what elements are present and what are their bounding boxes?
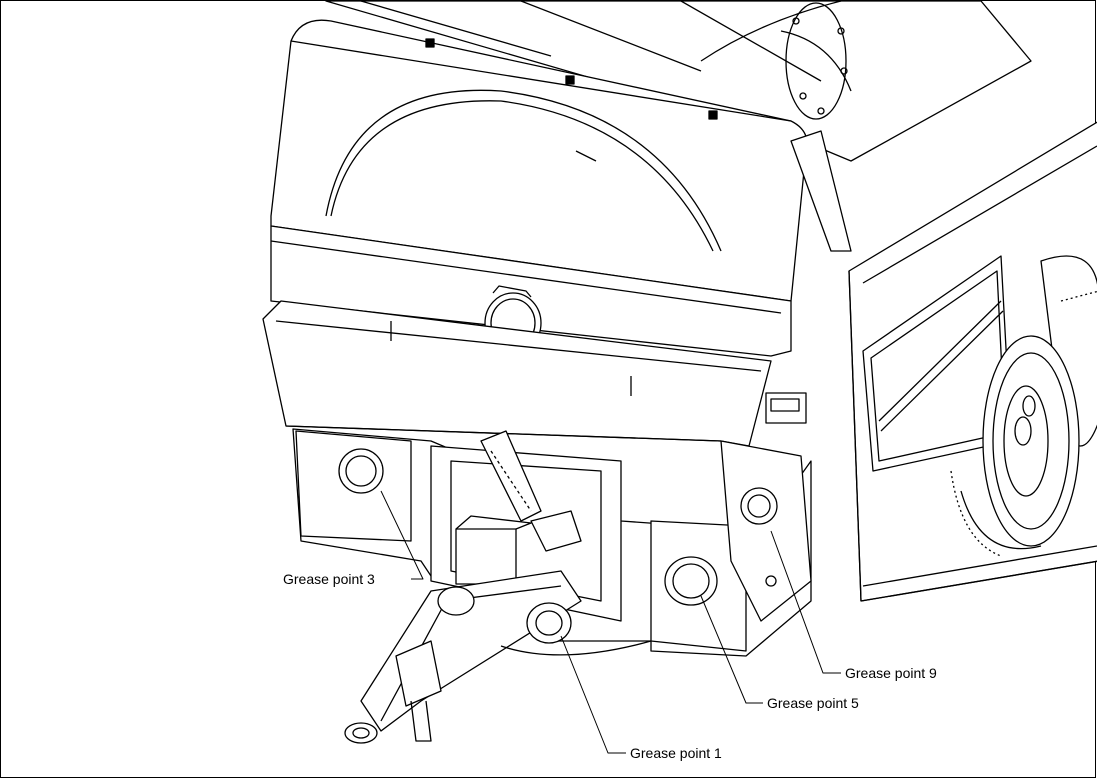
wheel: [950, 255, 1097, 557]
grease-point-3-label: Grease point 3: [283, 571, 375, 587]
grease-point-5-label: Grease point 5: [767, 695, 859, 711]
lower-body: [292, 392, 812, 657]
leader-lines: [380, 490, 841, 754]
leader-grease-point-3: [380, 490, 424, 580]
leader-grease-point-5: [700, 595, 763, 704]
drawbar: [344, 515, 652, 744]
grease-point-9-label: Grease point 9: [845, 665, 937, 681]
leader-grease-point-1: [560, 635, 626, 754]
leader-grease-point-9: [770, 530, 841, 674]
top-hood: [270, 1, 1032, 302]
grease-point-1-label: Grease point 1: [630, 745, 722, 761]
